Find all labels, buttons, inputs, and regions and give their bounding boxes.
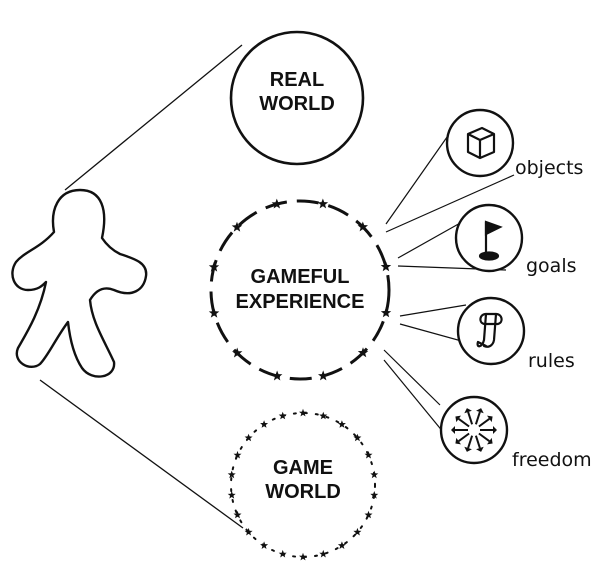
- gameful-experience-stars: [208, 198, 392, 381]
- star-icon: [260, 420, 269, 428]
- star-icon: [278, 549, 287, 558]
- objects-label: objects: [515, 157, 583, 179]
- real-world-label-line1: REAL: [270, 69, 324, 91]
- feature-freedom: freedom: [439, 395, 592, 471]
- burst-arrow-shaft: [467, 435, 474, 449]
- gameful-experience-circle: [209, 199, 391, 381]
- burst-arrow-head: [464, 408, 472, 414]
- freedom-label: freedom: [512, 449, 592, 471]
- person-outline-icon: [11, 188, 148, 378]
- star-icon: [208, 307, 220, 318]
- star-icon: [319, 549, 328, 558]
- feature-objects: objects: [445, 108, 583, 179]
- burst-arrow-head: [455, 415, 461, 423]
- burst-arrow-shaft: [474, 411, 481, 425]
- burst-arrow-head: [476, 408, 484, 414]
- star-icon: [260, 541, 269, 549]
- gameful-experience-label-line2: EXPERIENCE: [236, 291, 365, 313]
- real-world-label-line2: WORLD: [259, 93, 335, 115]
- burst-arrow-head: [464, 446, 472, 452]
- game-world-label-line1: GAME: [273, 457, 333, 479]
- star-icon: [227, 491, 236, 499]
- burst-arrow-head: [451, 426, 455, 434]
- burst-arrows-icon: [451, 408, 497, 452]
- star-icon: [357, 221, 368, 232]
- burst-arrow-shaft: [478, 417, 490, 428]
- star-icon: [227, 470, 236, 479]
- star-icon: [364, 450, 373, 459]
- star-icon: [319, 411, 328, 420]
- star-icon: [299, 408, 307, 417]
- star-icon: [233, 450, 242, 459]
- burst-arrow-shaft: [458, 417, 470, 428]
- game-world-label-line2: WORLD: [265, 481, 341, 503]
- star-icon: [353, 527, 362, 536]
- person-to-game-world-line: [39, 379, 244, 529]
- burst-arrow-shaft: [478, 432, 490, 443]
- feature-goals: goals: [454, 203, 577, 277]
- star-icon: [380, 261, 392, 272]
- star-icon: [244, 527, 253, 536]
- scroll-icon: [476, 312, 503, 348]
- burst-arrow-head: [476, 446, 484, 452]
- burst-arrow-head: [487, 437, 493, 445]
- rules-icon-circle: [456, 296, 526, 366]
- star-icon: [271, 198, 282, 209]
- flag-icon: [478, 220, 503, 261]
- burst-arrow-head: [493, 426, 497, 434]
- star-icon: [232, 347, 243, 358]
- game-world-stars: [227, 408, 379, 561]
- star-icon: [353, 433, 362, 442]
- feature-rules: rules: [456, 296, 575, 372]
- star-icon: [337, 420, 346, 428]
- star-icon: [357, 347, 369, 358]
- real-world-circle: [229, 30, 365, 166]
- goals-label: goals: [526, 255, 577, 277]
- cube-icon: [466, 126, 496, 160]
- star-icon: [370, 491, 379, 499]
- star-icon: [364, 510, 373, 519]
- star-icon: [244, 433, 253, 442]
- star-icon: [233, 510, 242, 519]
- freedom-icon-circle: [439, 395, 509, 465]
- star-icon: [317, 198, 329, 209]
- gameful-experience-label-line1: GAMEFUL: [251, 266, 350, 288]
- star-icon: [299, 552, 307, 561]
- star-icon: [271, 370, 283, 381]
- rules-label: rules: [528, 350, 575, 372]
- star-icon: [370, 470, 379, 479]
- burst-arrow-head: [487, 415, 493, 423]
- star-icon: [337, 541, 346, 549]
- star-icon: [380, 307, 392, 318]
- star-icon: [318, 370, 329, 381]
- burst-arrow-shaft: [467, 411, 474, 425]
- person-to-real-world-line: [64, 44, 243, 191]
- star-icon: [231, 221, 243, 232]
- burst-arrow-shaft: [474, 435, 481, 449]
- goals-icon-circle: [454, 203, 524, 273]
- star-icon: [208, 261, 220, 272]
- burst-arrow-head: [455, 437, 461, 445]
- burst-arrow-shaft: [458, 432, 470, 443]
- star-icon: [278, 411, 287, 420]
